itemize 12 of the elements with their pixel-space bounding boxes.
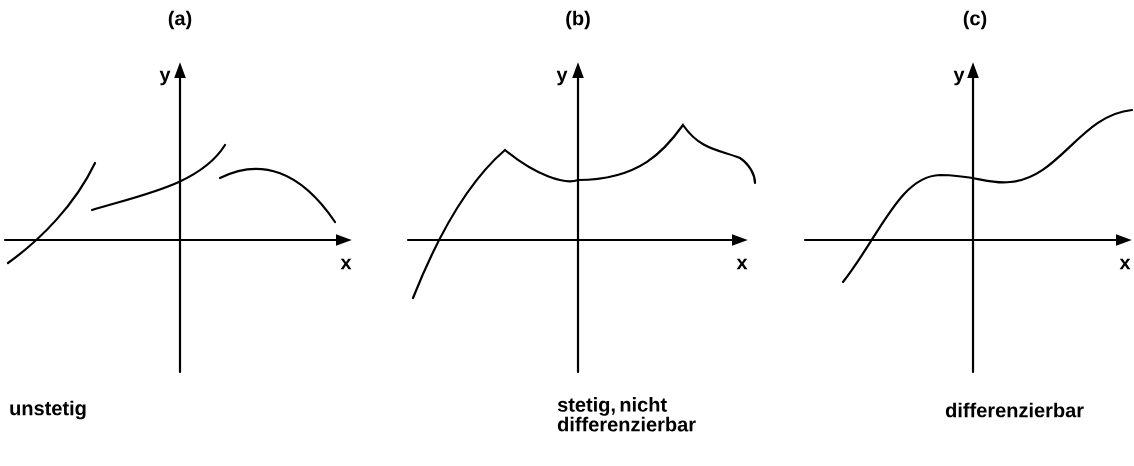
axis-label: x (736, 258, 748, 270)
caption: differenzierbar (945, 402, 1084, 418)
panel-label: (c) (963, 10, 987, 30)
panel-label: (b) (566, 10, 590, 30)
axis-label: x (1119, 258, 1131, 270)
axis-label: y (953, 70, 965, 86)
axis-label: x (340, 258, 352, 270)
caption: stetig, nicht differenzierbar (557, 397, 696, 432)
axis-label: y (556, 70, 568, 86)
caption: unstetig (10, 400, 86, 420)
panel-label: (a) (168, 10, 192, 30)
axis-label: y (159, 70, 171, 86)
